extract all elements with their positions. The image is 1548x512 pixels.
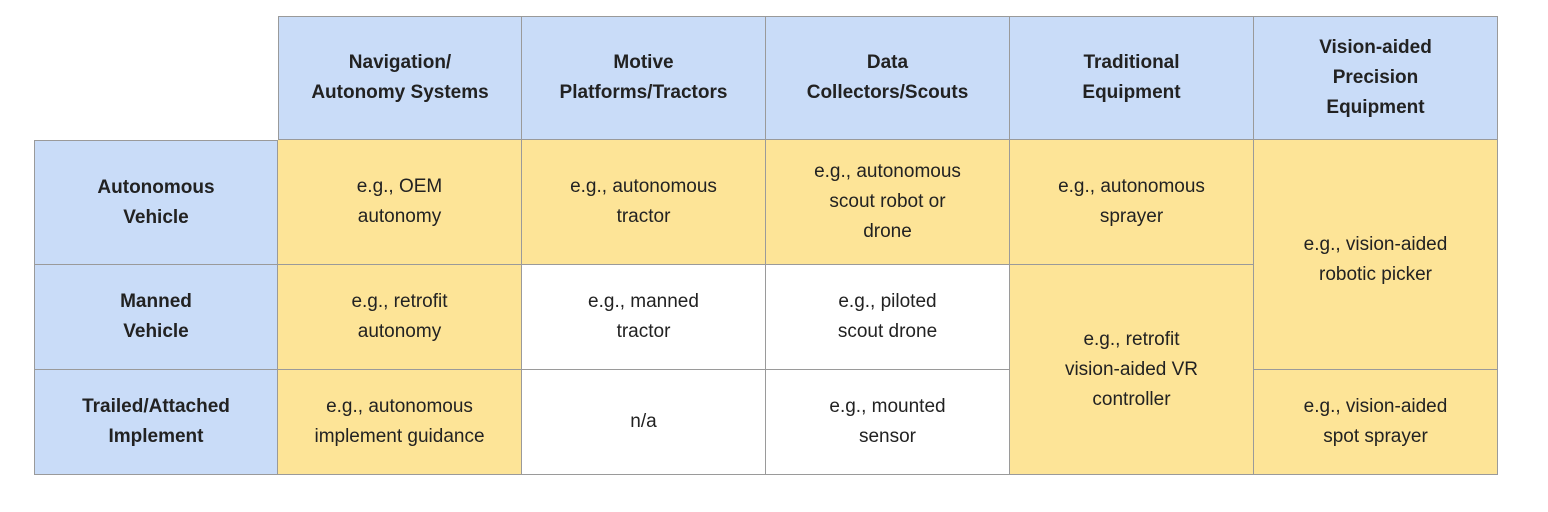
col-header-navigation-label: Navigation/Autonomy Systems: [311, 52, 489, 103]
corner-cell: [34, 16, 278, 140]
col-header-navigation: Navigation/Autonomy Systems: [278, 16, 522, 140]
cell-text: n/a: [630, 411, 657, 432]
cell-trailed-motive: n/a: [522, 370, 766, 475]
